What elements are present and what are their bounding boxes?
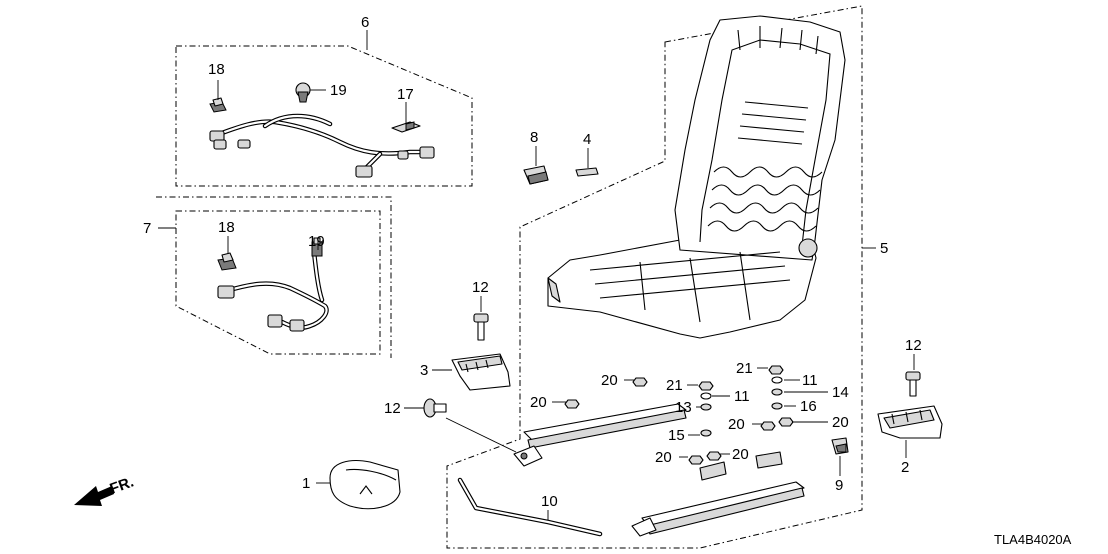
part-6-harness [209,113,435,178]
callout-12-middle: 12 [384,400,401,417]
callout-10: 10 [541,493,558,510]
part-18-clip-lower [217,252,237,271]
front-arrow-icon [74,486,114,506]
part-3-side-cover [451,353,511,391]
callout-12-right: 12 [905,337,922,354]
callout-20-e: 20 [728,416,745,433]
callout-17: 17 [397,86,414,103]
callout-11-right: 11 [802,372,818,389]
fasteners [564,365,794,465]
part-5-seat-frame [547,15,846,339]
seatback-springs [707,101,823,232]
front-label: FR. [108,474,137,498]
callout-4: 4 [583,131,591,148]
callout-8: 8 [530,129,538,146]
callout-6: 6 [361,14,369,31]
callout-18-upper: 18 [208,61,225,78]
callout-19-lower: 19 [308,233,325,250]
callout-18-lower: 18 [218,219,235,236]
callout-3: 3 [420,362,428,379]
seat-rail-upper [513,403,687,467]
callout-14: 14 [832,384,849,401]
callout-21-left: 21 [666,377,683,394]
group-7-outer-edge [156,196,392,358]
callout-21-right: 21 [736,360,753,377]
part-9-clip [831,437,849,455]
part-19-clip-lower [311,237,323,257]
callout-20-f: 20 [832,414,849,431]
part-7-harness [217,249,329,332]
part-12-bolt-left [473,313,489,341]
callout-9: 9 [835,477,843,494]
recliner-knob [798,238,818,258]
callout-20-c: 20 [655,449,672,466]
front-direction-indicator: FR. [74,474,136,506]
part-4-pin [575,167,599,177]
group-5-boundary [446,5,863,549]
callout-20-d: 20 [732,446,749,463]
callout-19-upper: 19 [330,82,347,99]
callout-2: 2 [901,459,909,476]
callout-1: 1 [302,475,310,492]
part-10-rod [457,477,603,537]
part-8-cover [523,165,549,185]
callout-15: 15 [668,427,685,444]
callout-16: 16 [800,398,817,415]
callout-12-left: 12 [472,279,489,296]
callout-20-b: 20 [530,394,547,411]
part-1-cover [329,460,401,510]
callout-20-a: 20 [601,372,618,389]
callout-11-left: 11 [734,388,750,405]
callout-5: 5 [880,240,888,257]
part-2-side-cover [877,405,943,439]
callout-labels: 6 18 19 17 7 18 19 8 4 5 12 3 12 20 20 2… [143,14,922,510]
part-18-clip-upper [209,97,227,113]
group-7-boundary [175,210,381,355]
part-12-bolt-right [905,371,921,397]
diagram-code: TLA4B4020A [994,532,1072,547]
leader-lines [158,30,915,520]
callout-7: 7 [143,220,151,237]
part-19-clip-upper [295,82,311,103]
seat-cushion-springs [589,251,791,323]
part-12-bolt-middle [423,398,447,418]
seat-rail-lower [631,451,805,537]
part-17-bracket [391,121,421,133]
callout-13: 13 [675,399,692,416]
